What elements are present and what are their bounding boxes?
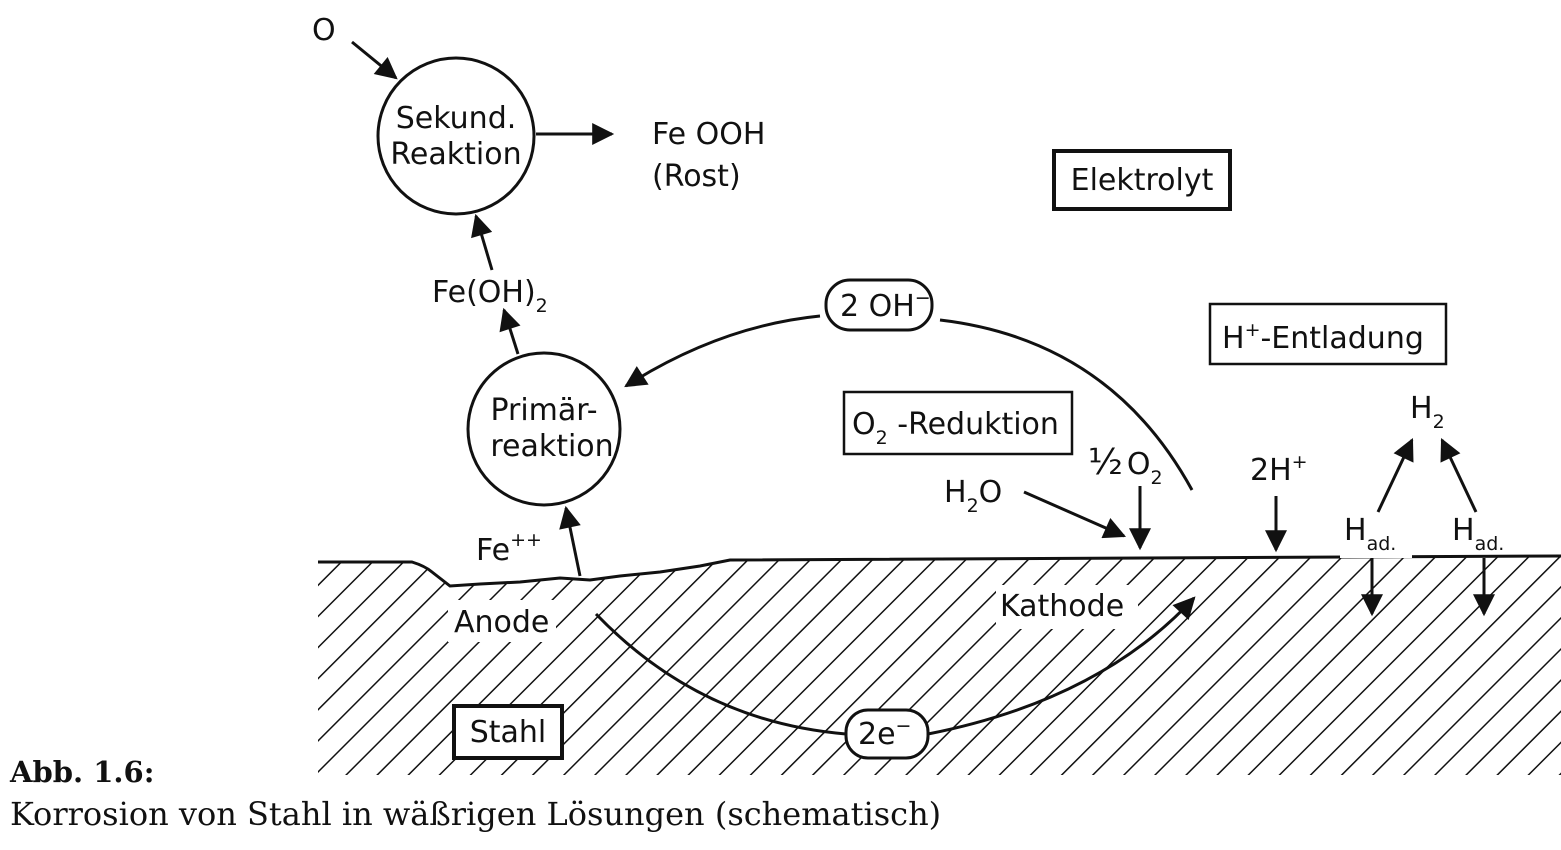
h2o-sub: 2 xyxy=(967,495,979,517)
sekund-line2: Reaktion xyxy=(390,137,521,172)
two-oh-blob xyxy=(824,278,934,332)
two-h-plus-sup: + xyxy=(1292,451,1308,473)
steel-body xyxy=(318,556,1561,775)
arrow-feoh2-to-sekund xyxy=(471,213,494,271)
two-e-main: 2e xyxy=(858,717,896,752)
h2-sub: 2 xyxy=(1433,411,1445,433)
had-left-sub: ad. xyxy=(1367,533,1397,555)
two-oh-label: 2 OH− xyxy=(840,287,931,324)
h-entladung-sup: + xyxy=(1245,319,1261,341)
two-oh-sup: − xyxy=(915,287,931,309)
had-left-h: H xyxy=(1344,513,1367,548)
elektrolyt-label: Elektrolyt xyxy=(1071,163,1214,198)
h-entladung-rest: -Entladung xyxy=(1260,321,1423,356)
had-right-h: H xyxy=(1452,513,1475,548)
h-entladung-label: H+-Entladung xyxy=(1222,319,1424,356)
had-right-label: Had. xyxy=(1452,513,1504,555)
h2o-label: H2O xyxy=(944,475,1002,517)
h2-label: H2 xyxy=(1410,391,1445,433)
stahl-label: Stahl xyxy=(470,715,547,750)
electron-arc-right xyxy=(927,596,1196,736)
arrow-h2o-to-surface xyxy=(1023,490,1127,539)
feoh2-label: Fe(OH)2 xyxy=(432,275,548,317)
fe-pp-sup: ++ xyxy=(510,529,542,551)
arrow-primaer-to-feoh2 xyxy=(499,307,521,355)
o2-reduktion-sub: 2 xyxy=(876,427,888,449)
feoh2-main: Fe(OH) xyxy=(432,275,536,310)
fe-pp-label: Fe++ xyxy=(476,529,542,568)
o2-reduktion-rest: -Reduktion xyxy=(888,407,1059,442)
arrow-had-right-to-h2 xyxy=(1440,438,1478,513)
had-right-sub: ad. xyxy=(1475,533,1505,555)
caption-title: Abb. 1.6: xyxy=(10,755,155,789)
anode-label: Anode xyxy=(454,605,549,640)
feooh-label: Fe OOH xyxy=(652,117,765,152)
arc-kathode-to-oh xyxy=(939,318,1194,491)
primaer-reaktion-circle xyxy=(466,351,622,507)
arrow-fe-to-primaer xyxy=(559,505,582,577)
o2-reduktion-box xyxy=(842,390,1074,456)
h2-h: H xyxy=(1410,391,1433,426)
two-e-sup: − xyxy=(896,715,912,737)
caption-text: Korrosion von Stahl in wäßrigen Lösungen… xyxy=(10,795,942,833)
h-entladung-box xyxy=(1208,302,1448,366)
o2-reduktion-label: O2 -Reduktion xyxy=(852,407,1059,449)
two-h-plus-main: 2H xyxy=(1250,453,1292,488)
h-entladung-h: H xyxy=(1222,321,1245,356)
arrow-o-to-sekund xyxy=(351,40,398,80)
sekund-line1: Sekund. xyxy=(396,101,517,136)
two-e-label: 2e− xyxy=(858,715,911,752)
primaer-line1: Primär- xyxy=(490,393,597,428)
had-left-label: Had. xyxy=(1344,513,1396,555)
two-e-blob xyxy=(844,708,930,760)
o2-reduktion-o: O xyxy=(852,407,876,442)
half-o2-sub: 2 xyxy=(1151,467,1163,489)
h2o-h: H xyxy=(944,475,967,510)
two-h-plus-label: 2H+ xyxy=(1250,451,1308,488)
primaer-line2: reaktion xyxy=(490,429,613,464)
o-input-label: O xyxy=(312,13,336,48)
fe-pp-main: Fe xyxy=(476,533,510,568)
electron-arc-left xyxy=(594,612,847,736)
stahl-box xyxy=(452,704,564,760)
elektrolyt-box xyxy=(1052,149,1232,211)
h2o-o: O xyxy=(979,475,1003,510)
kathode-label: Kathode xyxy=(1000,589,1124,624)
arrow-had-left-to-h2 xyxy=(1376,438,1414,513)
half-symbol: ½ xyxy=(1088,442,1123,483)
feoh2-sub: 2 xyxy=(536,295,548,317)
two-oh-main: 2 OH xyxy=(840,289,915,324)
rost-label: (Rost) xyxy=(652,159,741,194)
half-o2-o: O xyxy=(1127,447,1151,482)
arrow-oh-to-primaer xyxy=(624,314,821,388)
steel-surface-line xyxy=(318,554,1561,588)
sekund-reaktion-circle xyxy=(376,56,536,216)
